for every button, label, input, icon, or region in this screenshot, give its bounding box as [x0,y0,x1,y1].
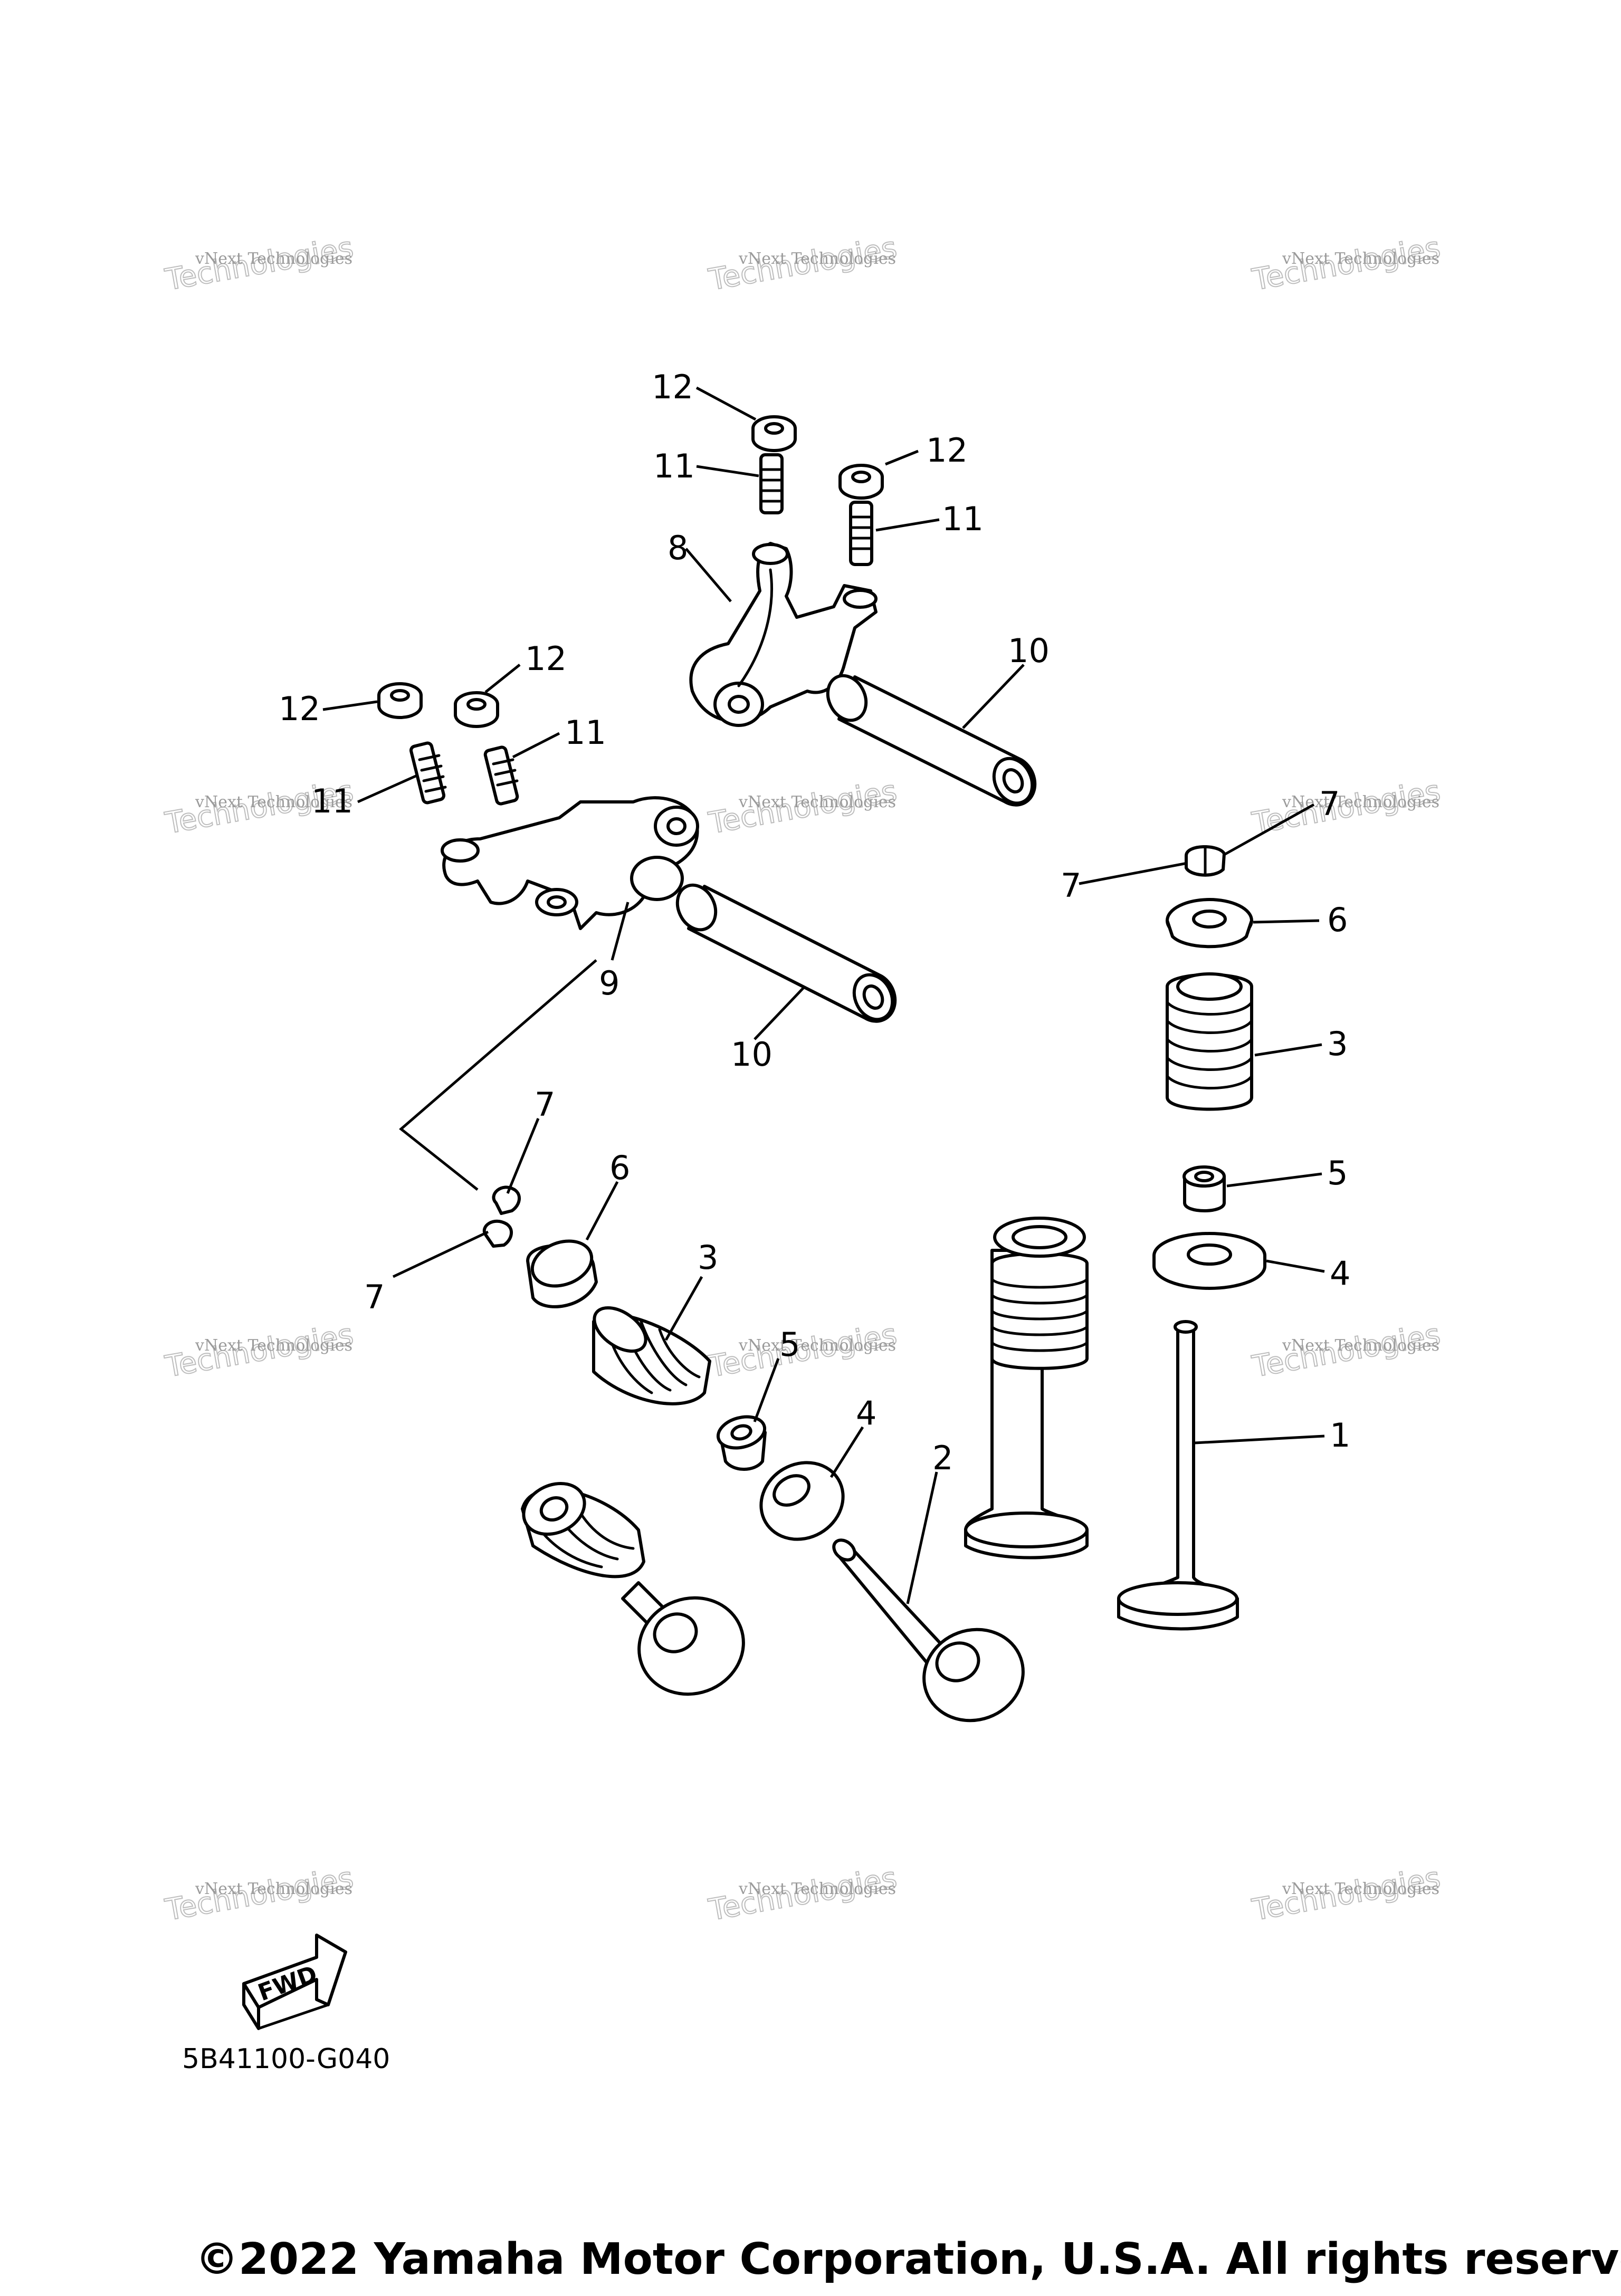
watermark: Technologies vNext Technologies [1249,773,1444,841]
callout-number[interactable]: 11 [942,500,984,538]
diagram-code: 5B41100-G040 [182,2043,390,2075]
valve-cotter-7-right[interactable] [1185,845,1226,877]
watermark-line1: vNext Technologies [1282,1880,1439,1898]
watermark: Technologies vNext Technologies [162,1317,357,1385]
rocker-shaft-10-left[interactable] [670,879,900,1026]
watermark: Technologies vNext Technologies [162,230,357,298]
callout-number[interactable]: 3 [698,1238,718,1277]
leader-lines [322,386,1325,1604]
callout-number[interactable]: 2 [932,1439,953,1477]
callout-number[interactable]: 7 [1061,866,1081,905]
callout-number[interactable]: 11 [565,713,606,752]
adjuster-screw-11-top[interactable] [759,453,784,514]
rocker-arm-9[interactable] [441,796,699,930]
nut-12-left-inner[interactable] [454,691,499,728]
spring-seat-4-left[interactable] [747,1448,857,1554]
valve-assembly-installed-center[interactable] [964,1217,1089,1560]
callout-number[interactable]: 5 [1327,1154,1348,1192]
valve-spring-3-left[interactable] [587,1299,711,1405]
valve-cotter-7-left-lower[interactable] [482,1219,513,1248]
watermark-line1: vNext Technologies [1282,250,1439,268]
watermark-line1: vNext Technologies [738,1880,896,1898]
watermark-line1: vNext Technologies [195,1880,352,1898]
callout-number[interactable]: 8 [668,529,688,567]
callout-number[interactable]: 1 [1330,1416,1350,1455]
watermark: Technologies vNext Technologies [705,1317,900,1385]
callout-number[interactable]: 11 [311,782,353,820]
callout-number[interactable]: 4 [856,1394,876,1432]
watermark: Technologies vNext Technologies [1249,1317,1444,1385]
callout-number[interactable]: 5 [779,1325,800,1364]
valve-cotter-7-left-upper[interactable] [492,1185,521,1215]
callouts: 12 11 12 11 8 10 12 12 11 11 9 10 7 7 6 … [279,368,1350,1477]
callout-number[interactable]: 7 [364,1278,385,1316]
valve-assembly-installed-left[interactable] [516,1474,757,1709]
callout-number[interactable]: 6 [609,1149,630,1187]
nut-12-left-outer[interactable] [377,682,423,719]
watermark: Technologies vNext Technologies [1249,230,1444,298]
nut-12-top[interactable] [751,415,797,452]
callout-number[interactable]: 9 [599,964,619,1002]
adjuster-screw-11-left-inner[interactable] [483,745,519,806]
watermark-line1: vNext Technologies [738,793,896,811]
valve-retainer-6-right[interactable] [1166,898,1253,949]
callout-number[interactable]: 12 [525,639,567,678]
callout-number[interactable]: 10 [1008,632,1050,670]
watermark: Technologies vNext Technologies [1249,1860,1444,1928]
watermark: Technologies vNext Technologies [705,230,900,298]
callout-number[interactable]: 11 [653,447,695,485]
fwd-arrow-icon: FWD [242,1934,347,2030]
rocker-shaft-10-top[interactable] [821,669,1040,810]
valve-stem-seal-5-right[interactable] [1183,1165,1226,1212]
watermark-line1: vNext Technologies [1282,1336,1439,1355]
valve-stem-seal-5-left[interactable] [714,1412,768,1471]
watermark: Technologies vNext Technologies [705,1860,900,1928]
watermark-line1: vNext Technologies [738,1336,896,1355]
callout-number[interactable]: 7 [1319,785,1340,823]
valve-1-intake[interactable] [1117,1320,1239,1631]
copyright-notice: ©2022 Yamaha Motor Corporation, U.S.A. A… [195,2234,1621,2284]
callout-number[interactable]: 7 [535,1085,555,1124]
watermark: Technologies vNext Technologies [705,773,900,841]
valve-spring-3-right[interactable] [1166,972,1253,1111]
callout-number[interactable]: 3 [1327,1025,1348,1063]
watermark-line1: vNext Technologies [738,250,896,268]
adjuster-screw-11-left-outer[interactable] [409,741,447,805]
adjuster-screw-11-right[interactable] [849,501,873,566]
callout-number[interactable]: 4 [1330,1254,1350,1293]
watermark: Technologies vNext Technologies [162,1860,357,1928]
callout-number[interactable]: 6 [1327,901,1348,939]
callout-number[interactable]: 12 [279,690,320,728]
watermark-line1: vNext Technologies [195,250,352,268]
watermark-line1: vNext Technologies [195,1336,352,1355]
nut-12-right[interactable] [838,464,884,500]
rocker-arm-8[interactable] [689,542,878,727]
callout-number[interactable]: 10 [731,1035,773,1074]
watermark-line1: vNext Technologies [195,793,352,811]
spring-seat-4-right[interactable] [1152,1232,1266,1290]
callout-number[interactable]: 12 [652,368,693,406]
valve-2-exhaust[interactable] [830,1536,1036,1735]
callout-number[interactable]: 12 [926,431,968,470]
valve-retainer-6-left[interactable] [526,1233,598,1308]
